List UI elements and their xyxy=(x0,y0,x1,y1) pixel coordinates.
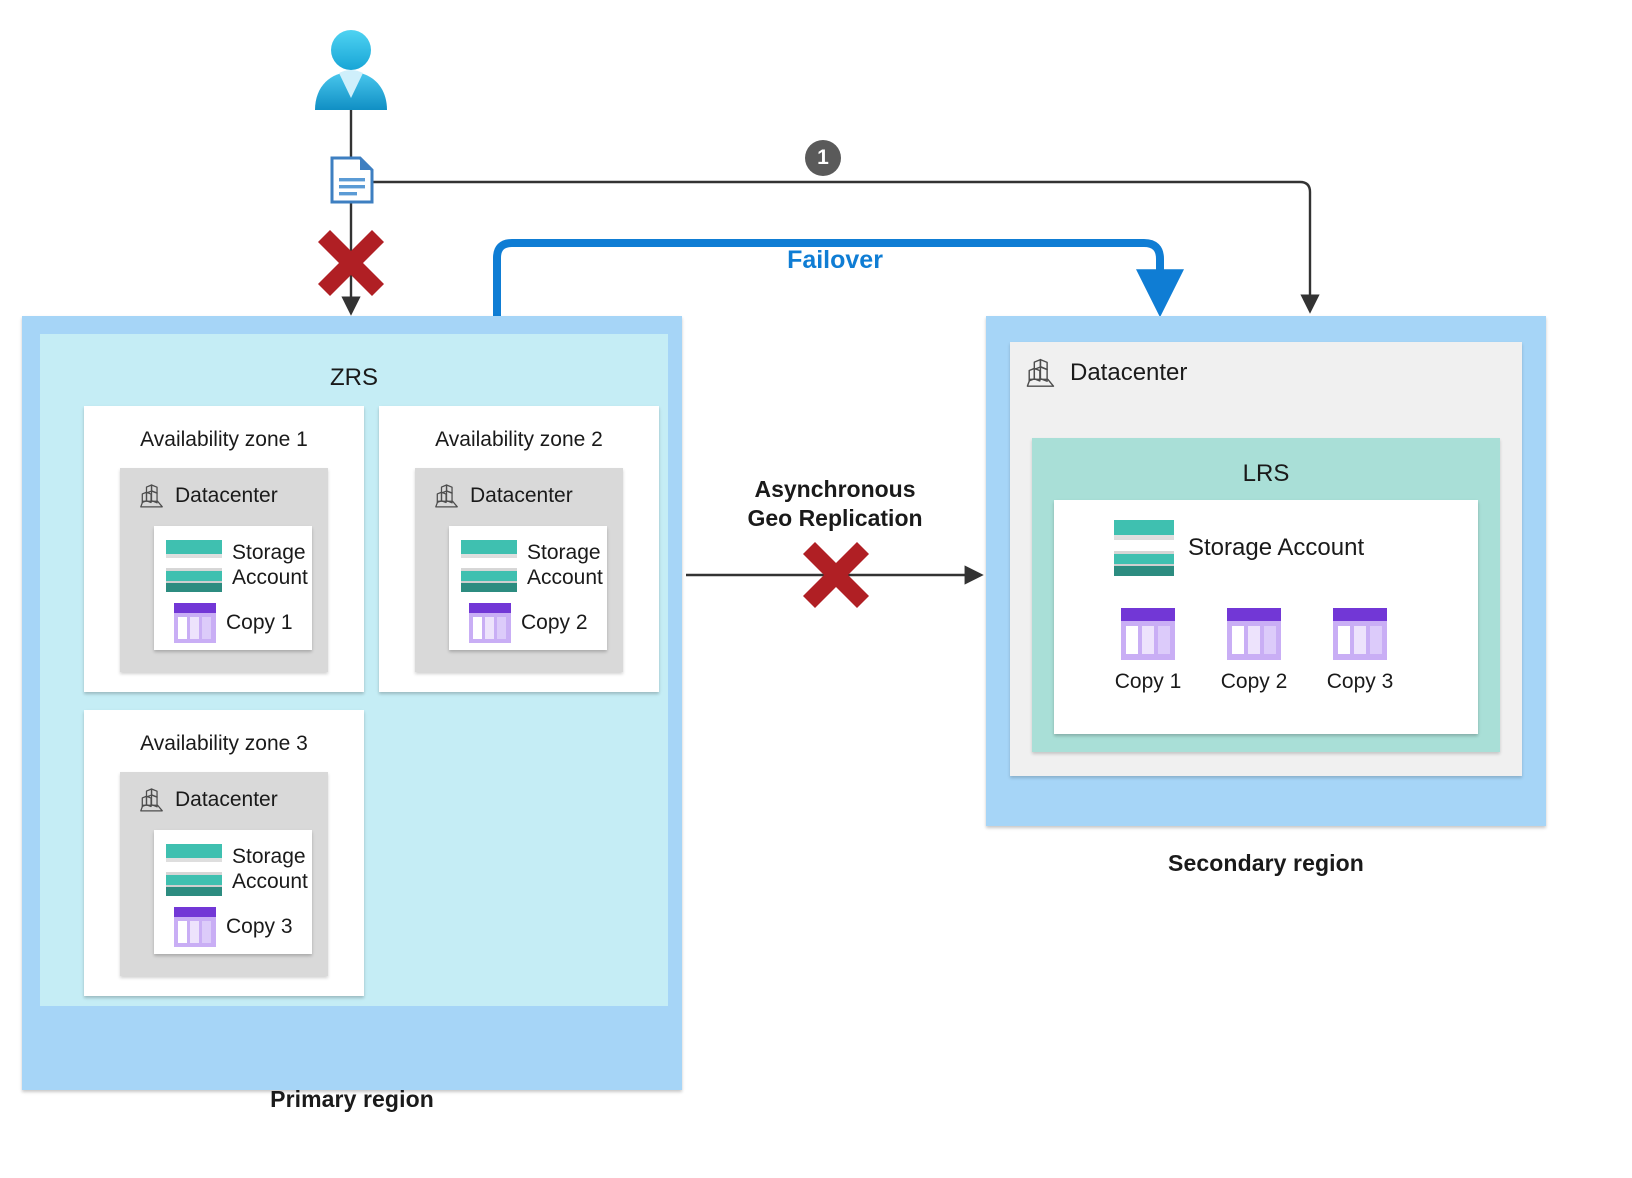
datacenter-icon xyxy=(138,482,166,510)
storage-account-icon xyxy=(461,540,517,592)
secondary-region-label: Secondary region xyxy=(1168,850,1364,876)
zrs-title: ZRS xyxy=(330,364,378,391)
availability-zone-2-resources: Storage Account Copy 2 xyxy=(449,526,607,650)
storage-account-icon xyxy=(1114,520,1174,576)
lrs-resources: Storage Account Copy 1 Copy 2 xyxy=(1054,500,1478,734)
secondary-copy-2-label: Copy 2 xyxy=(1220,670,1288,693)
availability-zone-3-datacenter-label: Datacenter xyxy=(175,788,278,811)
storage-account-icon xyxy=(166,844,222,896)
availability-zone-3-resources: Storage Account Copy 3 xyxy=(154,830,312,954)
availability-zone-2-storage-label-line2: Account xyxy=(527,566,603,589)
failover-label: Failover xyxy=(787,246,883,274)
secondary-copy-2: Copy 2 xyxy=(1206,608,1302,695)
availability-zone-1-resources: Storage Account Copy 1 xyxy=(154,526,312,650)
availability-zone-3-datacenter: Datacenter Storage Account xyxy=(120,772,328,976)
secondary-storage-account: Storage Account xyxy=(1114,520,1364,576)
primary-region-label: Primary region xyxy=(270,1086,434,1112)
availability-zone-3-storage-label-line2: Account xyxy=(232,870,308,893)
document-icon xyxy=(330,156,374,204)
availability-zone-1-datacenter-header: Datacenter xyxy=(138,482,278,510)
secondary-datacenter: Datacenter LRS Storage Account xyxy=(1010,342,1522,776)
availability-zone-2-storage-account: Storage Account xyxy=(461,540,603,592)
step-badge-1: 1 xyxy=(805,140,841,176)
availability-zone-3-copy-label: Copy 3 xyxy=(226,914,293,938)
secondary-copy-3-label: Copy 3 xyxy=(1326,670,1394,693)
copy-icon xyxy=(1227,608,1281,660)
availability-zone-1-copy-label: Copy 1 xyxy=(226,610,293,634)
secondary-copy-1-label: Copy 1 xyxy=(1114,670,1182,693)
copy-icon xyxy=(174,907,216,947)
geo-replication-label-line2: Geo Replication xyxy=(747,504,923,531)
lrs-container: LRS Storage Account Copy 1 xyxy=(1032,438,1500,752)
secondary-datacenter-label: Datacenter xyxy=(1070,359,1188,386)
secondary-copy-1: Copy 1 xyxy=(1100,608,1196,695)
red-x-icon-primary xyxy=(318,230,384,296)
secondary-storage-label: Storage Account xyxy=(1188,534,1365,561)
availability-zone-3-datacenter-header: Datacenter xyxy=(138,786,278,814)
availability-zone-2-datacenter-header: Datacenter xyxy=(433,482,573,510)
availability-zone-2-copy: Copy 2 xyxy=(469,603,588,643)
availability-zone-2-datacenter: Datacenter Storage Account xyxy=(415,468,623,672)
primary-region: ZRS Availability zone 1 xyxy=(22,316,682,1090)
availability-zone-1-title: Availability zone 1 xyxy=(140,428,308,451)
availability-zone-1-datacenter: Datacenter Storage Account xyxy=(120,468,328,672)
availability-zone-1-datacenter-label: Datacenter xyxy=(175,484,278,507)
secondary-region: Datacenter LRS Storage Account xyxy=(986,316,1546,826)
availability-zone-1: Availability zone 1 xyxy=(84,406,364,692)
copy-icon xyxy=(1121,608,1175,660)
secondary-datacenter-header: Datacenter xyxy=(1024,356,1187,390)
copy-icon xyxy=(174,603,216,643)
lrs-title: LRS xyxy=(1242,460,1290,487)
availability-zone-2: Availability zone 2 xyxy=(379,406,659,692)
availability-zone-2-datacenter-label: Datacenter xyxy=(470,484,573,507)
availability-zone-1-storage-label-line1: Storage xyxy=(232,541,306,565)
availability-zone-3-storage-label-line1: Storage xyxy=(232,845,306,869)
availability-zone-2-title: Availability zone 2 xyxy=(435,428,603,451)
availability-zone-1-copy: Copy 1 xyxy=(174,603,293,643)
availability-zone-3: Availability zone 3 xyxy=(84,710,364,996)
datacenter-icon xyxy=(1024,356,1058,390)
red-x-icon-georeplication xyxy=(803,542,869,608)
geo-replication-label: Asynchronous Geo Replication xyxy=(690,475,980,533)
datacenter-icon xyxy=(138,786,166,814)
geo-replication-label-line1: Asynchronous xyxy=(754,476,916,502)
copy-icon xyxy=(1333,608,1387,660)
availability-zone-2-storage-label-line1: Storage xyxy=(527,541,601,565)
datacenter-icon xyxy=(433,482,461,510)
availability-zone-3-storage-account: Storage Account xyxy=(166,844,308,896)
availability-zone-1-storage-label-line2: Account xyxy=(232,566,308,589)
zrs-container: ZRS Availability zone 1 xyxy=(40,334,668,1006)
availability-zone-3-copy: Copy 3 xyxy=(174,907,293,947)
availability-zone-1-storage-account: Storage Account xyxy=(166,540,308,592)
step-badge-1-number: 1 xyxy=(817,146,829,169)
connector-document-to-secondary xyxy=(372,180,1320,314)
secondary-copy-3: Copy 3 xyxy=(1312,608,1408,695)
storage-account-icon xyxy=(166,540,222,592)
availability-zone-2-copy-label: Copy 2 xyxy=(521,610,588,634)
copy-icon xyxy=(469,603,511,643)
user-icon xyxy=(309,28,393,110)
availability-zone-3-title: Availability zone 3 xyxy=(140,732,308,755)
